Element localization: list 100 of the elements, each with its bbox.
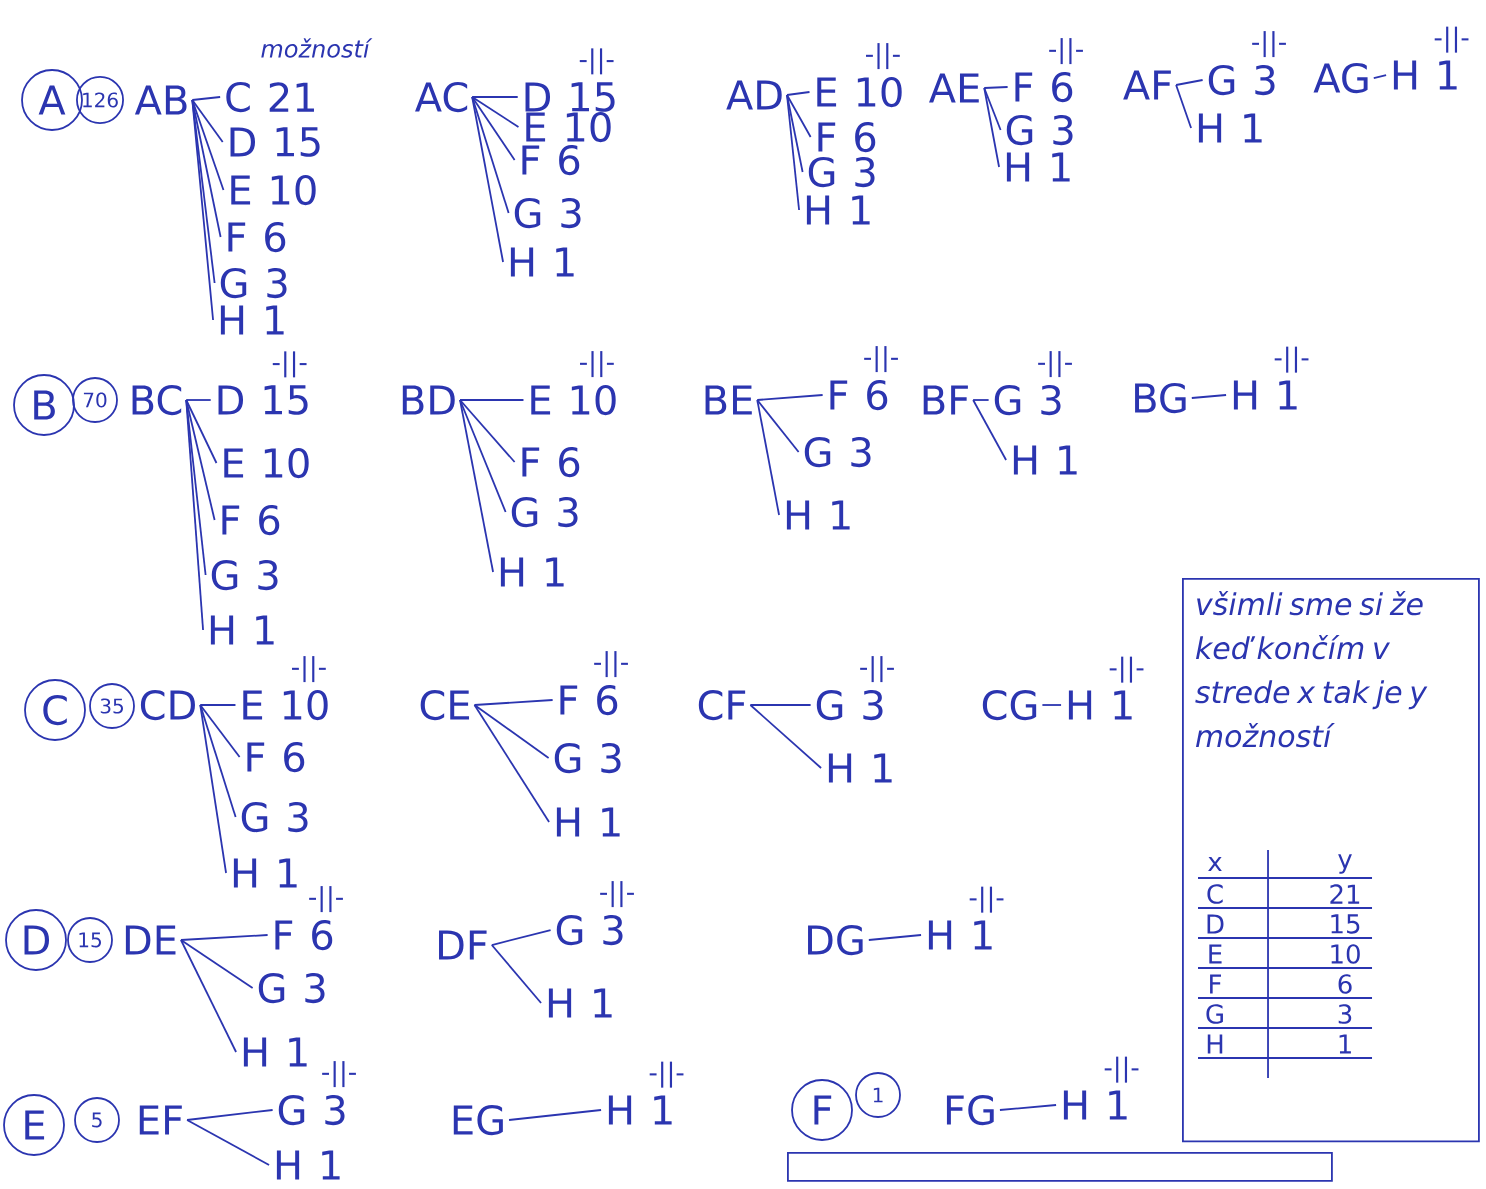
branch-line [983,87,1002,131]
count-label: 3 [855,156,875,188]
count-label: 1 [1114,690,1132,720]
letter-label: H [1063,1090,1087,1120]
letter-label: H [556,807,580,837]
letter-label: G [554,742,581,774]
count-label: 1 [602,807,620,837]
letter-label: E [526,112,546,142]
ditto-mark: -||- [1109,656,1144,683]
count-label: 3 [1041,384,1061,416]
note-box [787,1152,1333,1182]
count-label: 3 [267,267,287,299]
letter-label: H [220,305,244,335]
branch-line [199,704,237,818]
count-label: 6 [855,121,876,153]
column-heading: možností [261,38,373,58]
count-label: 1 [852,195,870,225]
pair-label: AC [415,81,468,113]
count-label: 21 [269,82,314,112]
count-label: 3 [601,742,621,774]
table-cell: D [1207,914,1224,934]
ditto-mark: -||- [600,881,634,908]
count-label: 1 [1052,152,1070,182]
letter-label: G [258,972,285,1004]
branch-line [1190,394,1227,399]
ditto-mark: -||- [309,886,343,913]
branch-line [185,399,212,401]
branch-line [459,399,525,401]
ditto-mark: -||- [860,656,894,683]
branch-line [999,1104,1057,1111]
count-label: 15 [276,127,320,157]
count-label: 6 [559,446,580,478]
count-label: 1 [279,858,297,888]
circled-number: 126 [76,76,124,124]
count-label: 10 [571,384,616,416]
letter-label: G [556,914,583,946]
count-label: 1 [289,1037,307,1067]
table-cell: 10 [1331,944,1360,964]
branch-line [199,704,237,706]
letter-label: F [830,380,848,410]
letter-label: G [816,689,843,721]
branch-line [972,399,1007,461]
branch-line [199,704,227,874]
letter-label: G [514,197,541,229]
letter-label: H [500,557,524,587]
count-label: 1 [832,500,850,530]
letter-label: H [828,753,852,783]
count-label: 1 [546,557,564,587]
pair-label: CF [698,689,746,721]
branch-line [471,96,516,161]
circled-letter: C [24,679,86,741]
letter-label: G [511,496,538,528]
letter-label: E [531,385,551,415]
count-label: 10 [271,174,316,206]
ditto-mark: -||- [292,656,326,683]
count-label: 6 [867,379,888,411]
letter-label: H [548,988,572,1018]
letter-label: G [804,436,831,468]
ditto-mark: -||- [594,651,628,678]
branch-line [185,399,216,521]
letter-label: H [786,500,810,530]
pair-label: DG [808,924,863,956]
branch-line [1175,79,1204,86]
branch-line [180,934,269,941]
branch-line [459,399,494,573]
branch-line [186,1109,274,1121]
count-label: 6 [559,144,580,176]
branch-line [180,939,254,989]
ditto-mark: -||- [969,886,1004,913]
table-cell: H [1207,1034,1223,1054]
count-label: 1 [1439,60,1457,90]
letter-label: C [226,81,250,113]
letter-label: F [275,920,293,950]
count-label: 3 [1255,64,1275,96]
pair-label: AD [726,80,782,110]
circled-letter: D [5,909,67,971]
table-cell: G [1206,1004,1223,1024]
circled-number: 5 [74,1097,120,1143]
table-cell: E [1209,944,1222,964]
count-label: 15 [571,82,615,112]
count-label: 3 [558,496,578,528]
letter-label: H [1068,690,1092,720]
count-label: 3 [863,689,883,721]
pair-label: FG [946,1094,994,1126]
ditto-mark: -||- [1104,1056,1139,1083]
count-label: 6 [1052,71,1073,103]
branch-line [983,86,1009,89]
pair-label: AE [929,73,979,103]
circled-letter: B [13,374,75,436]
pair-label: CE [420,689,470,721]
letter-label: D [230,127,256,157]
count-label: 3 [561,197,581,229]
count-label: 6 [597,684,618,716]
branch-line [191,99,224,143]
ditto-mark: -||- [866,43,900,70]
letter-label: G [1208,64,1235,96]
letter-label: F [222,505,240,535]
count-label: 3 [1053,114,1073,146]
circled-number: 1 [855,1072,901,1118]
pair-label: AF [1123,70,1171,100]
